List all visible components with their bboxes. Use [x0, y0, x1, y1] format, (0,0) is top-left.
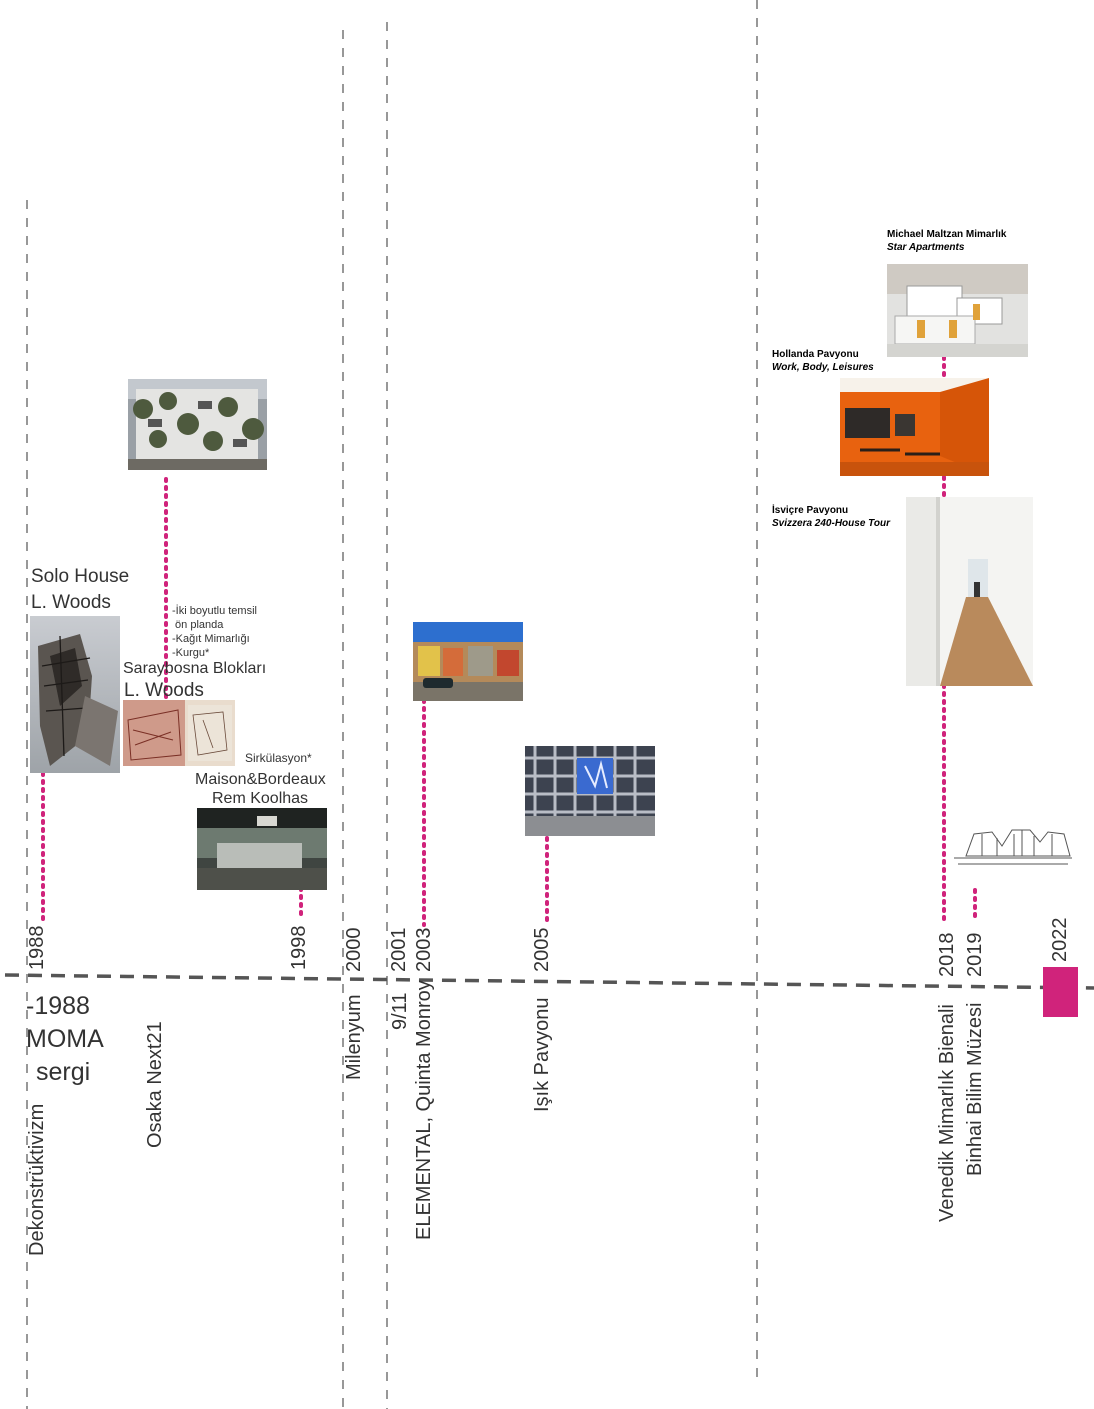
highlight-2022-marker — [1043, 967, 1078, 1017]
label-moma-name: MOMA — [26, 1025, 104, 1053]
event-osaka-next21: Osaka Next21 — [144, 1021, 166, 1148]
maison-bordeaux-photo — [197, 808, 327, 890]
note-item: -Kurgu* — [172, 647, 210, 659]
label-maison-author: Rem Koolhas — [212, 790, 309, 807]
sarajevo-blocks-drawing — [123, 700, 235, 766]
photo-solo-house — [30, 616, 120, 773]
photo-isik-pavyonu — [525, 746, 655, 836]
year-1998: 1998 — [288, 925, 310, 971]
note-item: -Kağıt Mimarlığı — [172, 633, 250, 645]
label-isvicre-sub-text: Svizzera 240-House Tour — [772, 518, 891, 529]
label-maltzan-title: Michael Maltzan Mimarlık — [887, 229, 1007, 240]
label-moma-year: -1988 — [26, 992, 90, 1020]
elemental-housing-photo — [413, 622, 523, 701]
year-2019: 2019 — [964, 932, 986, 978]
year-2000: 2000 — [343, 927, 365, 973]
timeline-axis — [4, 973, 1094, 990]
label-maltzan-sub-text: Star Apartments — [887, 242, 965, 253]
label-isvicre-sub: Svizzera 240-House Tour — [772, 517, 890, 530]
label-hollanda-title: Hollanda Pavyonu — [772, 349, 859, 360]
event-isik-pavyonu: Işık Pavyonu — [531, 997, 553, 1112]
photo-hollanda-pavyonu — [840, 378, 989, 476]
photo-elemental — [413, 622, 523, 701]
label-saraybosna-title: Saraybosna Blokları — [123, 660, 267, 677]
light-pavilion-photo — [525, 746, 655, 836]
note-item: -İki boyutlu temsil — [172, 605, 257, 617]
year-2003: 2003 — [413, 927, 435, 973]
dutch-pavilion-photo — [840, 378, 989, 476]
label-moma-sergi: sergi — [36, 1058, 91, 1086]
year-2001: 2001 — [388, 927, 410, 973]
label-saraybosna-author: L. Woods — [124, 680, 204, 701]
label-solo-house-author: L. Woods — [31, 592, 111, 613]
photo-sarajevo-blocks — [123, 700, 235, 766]
label-moma: -1988 MOMA sergi — [26, 990, 104, 1089]
photo-star-apartments — [887, 264, 1028, 357]
event-venedik-bienali: Venedik Mimarlık Bienali — [936, 1004, 958, 1222]
label-maltzan-sub: Star Apartments — [887, 241, 1006, 254]
year-2018: 2018 — [936, 932, 958, 978]
event-dekonstruktivizm: Dekonstrüktivizm — [26, 1103, 48, 1256]
photo-binhai-sketch — [952, 826, 1074, 870]
label-solo-house-title: Solo House — [31, 566, 130, 587]
binhai-museum-sketch — [954, 829, 1072, 865]
note-list: -İki boyutlu temsil ön planda -Kağıt Mim… — [172, 604, 257, 660]
note-item: ön planda — [172, 619, 224, 631]
year-2005: 2005 — [531, 927, 553, 973]
solo-house-photo — [30, 616, 120, 773]
label-hollanda-sub: Work, Body, Leisures — [772, 361, 874, 374]
label-hollanda-sub-text: Work, Body, Leisures — [772, 362, 874, 373]
label-maltzan: Michael Maltzan Mimarlık Star Apartments — [887, 228, 1006, 254]
event-milenyum: Milenyum — [343, 994, 365, 1080]
year-2022: 2022 — [1049, 917, 1071, 963]
event-nine-eleven: 9/11 — [389, 992, 411, 1030]
label-isvicre: İsviçre Pavyonu Svizzera 240-House Tour — [772, 504, 890, 530]
label-isvicre-title: İsviçre Pavyonu — [772, 505, 849, 516]
label-solo-house: Solo House L. Woods — [31, 564, 129, 616]
photo-isvicre-pavyonu — [906, 497, 1033, 686]
year-1988: 1988 — [26, 925, 48, 971]
event-binhai-muzesi: Binhai Bilim Müzesi — [964, 1002, 986, 1176]
label-hollanda: Hollanda Pavyonu Work, Body, Leisures — [772, 348, 874, 374]
label-maison-title: Maison&Bordeaux — [195, 771, 326, 788]
star-apartments-photo — [887, 264, 1028, 357]
event-elemental: ELEMENTAL, Quinta Monroy — [413, 980, 435, 1240]
photo-maison-bordeaux — [197, 808, 327, 890]
photo-osaka-next21 — [128, 379, 267, 470]
osaka-next21-photo — [128, 379, 267, 470]
label-sirkulasyon: Sirkülasyon* — [245, 751, 312, 765]
swiss-pavilion-photo — [906, 497, 1033, 686]
